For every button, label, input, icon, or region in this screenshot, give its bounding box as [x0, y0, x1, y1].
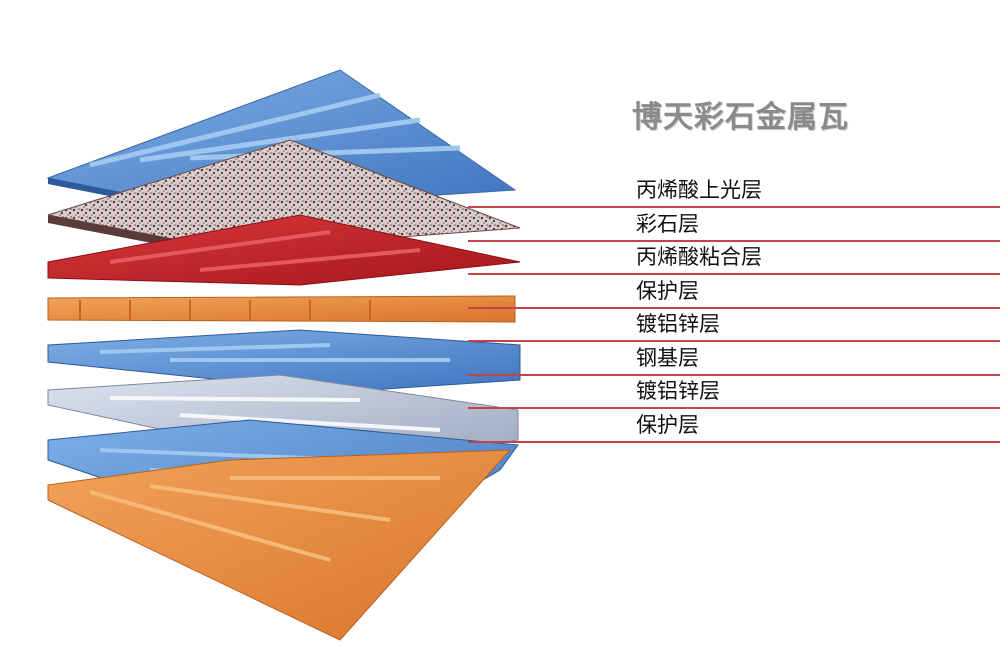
leader-line — [468, 206, 1000, 208]
leader-line — [468, 273, 1000, 275]
layer-label: 保护层 — [636, 412, 699, 437]
layer-label: 镀铝锌层 — [636, 379, 720, 403]
layer-label: 保护层 — [636, 278, 699, 303]
layer-protective-bottom — [47, 449, 512, 641]
leader-line — [468, 340, 1000, 342]
layer-label: 丙烯酸粘合层 — [636, 245, 762, 269]
layer-label: 镀铝锌层 — [636, 312, 720, 336]
leader-line — [468, 440, 1000, 443]
layer-protective-top — [47, 295, 516, 323]
leader-line — [468, 239, 1000, 242]
diagram-title: 博天彩石金属瓦 — [632, 100, 849, 135]
layer-aluzinc-top — [47, 329, 521, 393]
layer-label: 彩石层 — [636, 211, 699, 236]
layer-label: 丙烯酸上光层 — [636, 178, 762, 202]
layer-label: 钢基层 — [636, 345, 699, 370]
layer-acrylic-adhesive — [47, 214, 521, 286]
leader-line — [468, 373, 1000, 376]
leader-line — [468, 407, 1000, 409]
leader-line — [468, 306, 1000, 309]
